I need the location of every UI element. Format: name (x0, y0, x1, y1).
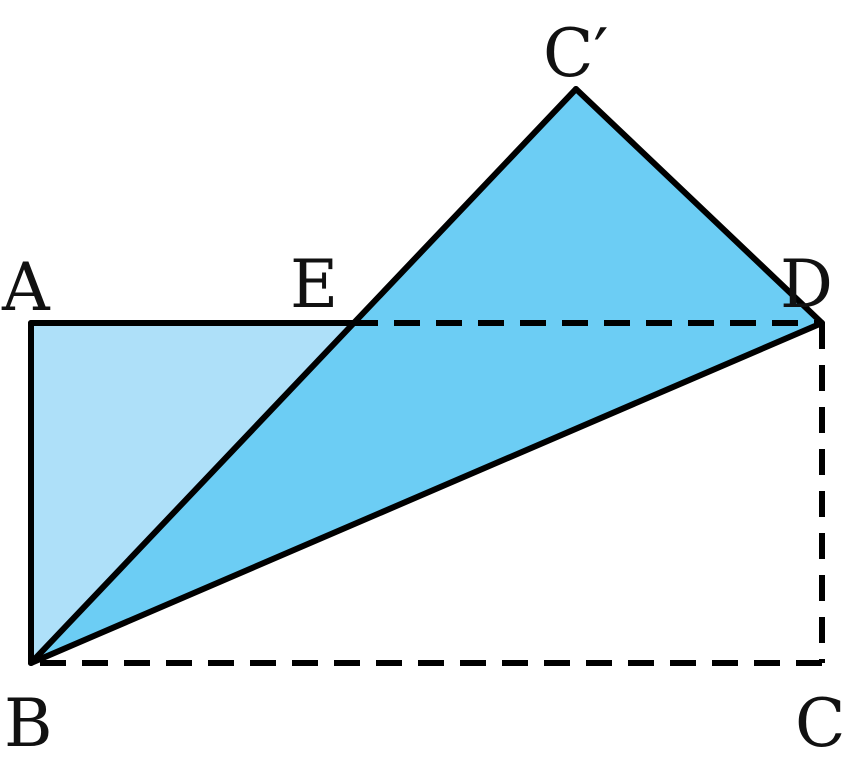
original-rectangle-dashed-edges (31, 320, 825, 666)
segment-c-prime-d (573, 86, 825, 326)
label-e: E (290, 246, 338, 323)
label-c-prime: C′ (543, 15, 608, 92)
segment-bc-prime (28, 86, 579, 666)
label-c: C (795, 685, 846, 762)
label-a: A (1, 249, 51, 326)
triangle-bc-prime-d (31, 89, 822, 663)
label-b: B (4, 685, 53, 762)
segment-bd (28, 320, 825, 666)
solid-edges (28, 86, 825, 666)
label-d: D (780, 246, 833, 323)
